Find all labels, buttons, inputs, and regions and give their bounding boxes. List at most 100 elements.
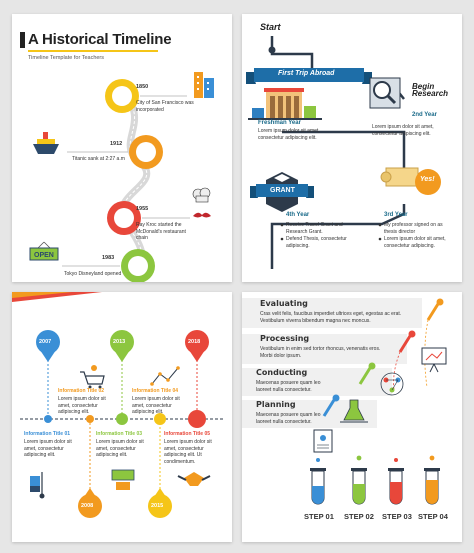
title-underline — [28, 50, 158, 52]
step-01-label: STEP 01 — [304, 512, 334, 521]
step-03-label: STEP 03 — [382, 512, 412, 521]
test-tube-step-3 — [388, 468, 404, 505]
info-text-05: Lorem ipsum dolor sit amet, consectetur … — [164, 439, 212, 465]
pin-bottom-2-year: 2015 — [151, 503, 164, 509]
stage-bands — [242, 298, 422, 428]
pin-timeline-panel: 2007 2013 2018 2008 2015 Informati — [12, 292, 232, 542]
begin-research-label: Begin Research — [412, 82, 449, 98]
timeline-subtitle: Timeline Template for Teachers — [28, 55, 105, 61]
molecule-network-icon — [380, 372, 404, 396]
third-year-title: 3rd Year — [384, 212, 408, 218]
event-1-marker — [105, 79, 187, 113]
stage-processing-text: Vestibulum in enim sed tortor rhoncus, v… — [260, 346, 381, 359]
stage-evaluating-title: Evaluating — [260, 299, 308, 308]
pin-top-2 — [110, 330, 134, 362]
line-graph-icon — [150, 366, 180, 386]
stage-processing-title: Processing — [260, 334, 310, 343]
info-text-01: Lorem ipsum dolor sit amet, consectetur … — [24, 439, 72, 458]
event-3-year: 1955 — [136, 206, 149, 212]
third-year-bullet-2: Lorem ipsum dolor sit amet, consectetur … — [384, 236, 446, 249]
flask-stand-icon — [340, 399, 368, 423]
pin-top-2-year: 2013 — [113, 339, 126, 345]
event-3-marker — [107, 201, 190, 235]
grant-label: GRANT — [270, 187, 295, 194]
dropper-blue-icon — [322, 394, 340, 417]
handshake-icon — [177, 472, 211, 486]
timeline-title: A Historical Timeline — [28, 31, 172, 48]
phd-journey-panel: Start First Trip Abroad Freshman Year Lo… — [242, 14, 462, 282]
info-text-04: Lorem ipsum dolor sit amet, consectetur … — [132, 396, 180, 415]
fourth-year-bullet-1: Receive Travel Grant and Research Grant. — [286, 222, 343, 235]
event-4-marker — [62, 249, 155, 282]
second-year-text: Lorem ipsum dolor sit amet, consectetur … — [372, 124, 434, 137]
info-text-03: Lorem ipsum dolor sit amet, consectetur … — [96, 439, 144, 458]
step-02-label: STEP 02 — [344, 512, 374, 521]
info-text-02: Lorem ipsum dolor sit amet, consectetur … — [58, 396, 106, 415]
rainbow-corner-decor — [12, 292, 102, 302]
second-year-title: 2nd Year — [412, 112, 437, 118]
event-2-marker — [67, 135, 163, 169]
shopping-cart-icon — [80, 365, 105, 389]
dropper-green-icon — [358, 362, 376, 385]
pin-bottom-2 — [148, 488, 172, 518]
hand-truck-icon — [30, 472, 45, 499]
ribbon-label: First Trip Abroad — [278, 70, 335, 77]
pin-top-3 — [185, 330, 209, 362]
test-tube-step-1 — [310, 468, 326, 505]
stage-evaluating-text: Cras velit felis, faucibus imperdiet ult… — [260, 311, 402, 324]
stage-planning-text: Maecenas posuere quam leo laoreet nulla … — [256, 412, 321, 425]
event-2-text: Titanic sank at 2:27 a.m — [72, 156, 125, 162]
third-year-bullets — [378, 223, 382, 241]
fourth-year-bullets — [280, 223, 284, 241]
dropper-red-icon — [393, 330, 416, 391]
test-tube-step-4 — [424, 468, 440, 505]
stage-planning-title: Planning — [256, 400, 296, 409]
svg-text:OPEN: OPEN — [34, 252, 54, 259]
event-4-text: Tokyo Disneyland opened — [64, 271, 122, 277]
pin-top-3-year: 2018 — [188, 339, 201, 345]
test-tube-step-2 — [351, 468, 367, 505]
third-year-bullet-1: My professor signed on as thesis directo… — [384, 222, 443, 235]
building-landmark-icon — [248, 88, 322, 120]
info-title-01: Information Title 01 — [24, 431, 71, 437]
presentation-board-icon — [421, 347, 447, 373]
event-3-text: Ray Kroc started the McDonald's restaura… — [136, 222, 186, 241]
stage-conducting-text: Maecenas posuere quam leo laoreet nulla … — [256, 380, 321, 393]
fourth-year-bullet-2: Defend Thesis, consectetur adipiscing. — [286, 236, 347, 249]
ship-icon — [33, 132, 59, 154]
open-sign-icon: OPEN — [29, 241, 59, 261]
event-1-text: City of San Francisco was incorporated — [136, 100, 194, 113]
event-4-year: 1983 — [102, 255, 115, 261]
timeline-road — [118, 90, 151, 278]
timeline-axis — [20, 360, 224, 492]
freshman-year-title: Freshman Year — [258, 120, 301, 126]
bubbles-decor — [316, 455, 435, 462]
info-title-05: Information Title 05 — [164, 431, 211, 437]
city-buildings-icon — [194, 72, 214, 98]
event-2-year: 1912 — [110, 141, 123, 147]
sale-sign-icon — [111, 469, 135, 490]
science-steps-panel: Evaluating Cras velit felis, faucibus im… — [242, 292, 462, 542]
freshman-year-text: Lorem ipsum dolor sit amet, consectetur … — [258, 128, 320, 141]
pin-top-1 — [36, 330, 60, 362]
pin-bottom-1 — [78, 488, 102, 518]
event-1-year: 1850 — [136, 84, 149, 90]
historical-timeline-panel: A Historical Timeline Timeline Template … — [12, 14, 232, 282]
diploma-scroll-icon — [380, 167, 441, 195]
info-title-03: Information Title 03 — [96, 431, 143, 437]
start-label: Start — [260, 22, 281, 32]
yes-badge-label: Yes! — [420, 176, 435, 183]
fourth-year-title: 4th Year — [286, 212, 310, 218]
stage-conducting-title: Conducting — [256, 368, 308, 377]
pin-top-1-year: 2007 — [39, 339, 52, 345]
title-accent-bar — [20, 32, 25, 48]
clipboard-document-icon — [313, 429, 333, 453]
pin-bottom-1-year: 2008 — [81, 503, 94, 509]
info-title-04: Information Title 04 — [132, 388, 179, 394]
magnifier-book-icon — [369, 77, 401, 109]
ribbon-banner — [246, 68, 372, 84]
step-04-label: STEP 04 — [418, 512, 448, 521]
chef-mustache-icon — [192, 187, 211, 218]
info-title-02: Information Title 02 — [58, 388, 105, 394]
grant-badge — [250, 172, 314, 212]
